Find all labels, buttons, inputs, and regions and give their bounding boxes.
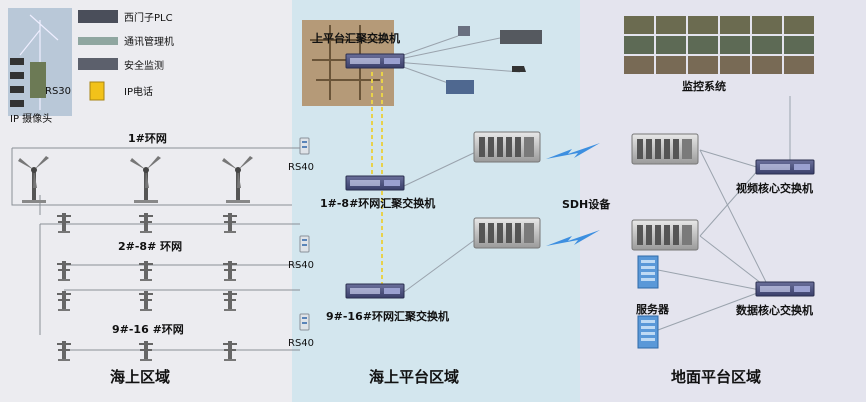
sdh-label: SDH设备 [562,197,611,211]
plc-device-icon [78,10,118,23]
data-core-switch-label: 数据核心交换机 [736,303,813,317]
ring-9-16-switch-icon [345,283,405,299]
sdh-ground-device-icon [631,133,699,165]
rs40-label-c: RS40 [288,338,314,349]
platform-monitor-device-icon [500,30,542,44]
ground-zone-label: 地面平台区域 [671,368,761,386]
ring-1-label: 1#环网 [128,132,167,145]
monitor-system-label: 监控系统 [682,79,726,93]
ring-2-8-label: 2#-8# 环网 [118,240,182,253]
video-core-switch-label: 视频核心交换机 [736,181,813,195]
platform-device-icon [458,26,470,36]
rs40-label-b: RS40 [288,260,314,271]
rs40-device-icon [299,235,310,253]
ring-links [11,147,300,351]
sdh-device-icon [473,217,541,249]
video-core-switch-icon [755,159,815,175]
sdh-ground-device-icon [631,219,699,251]
security-monitor-icon [78,58,118,70]
monitoring-wall-icon [624,16,814,74]
ring-9-16-label: 9#-16 #环网 [112,323,184,336]
platform-zone-label: 海上平台区域 [369,368,459,386]
comm-manager-icon [78,37,118,45]
platform-agg-switch-icon [345,53,405,69]
plc-label: 西门子PLC [124,11,173,24]
rs40-label-a: RS40 [288,162,314,173]
security-label: 安全监测 [124,59,164,72]
rs30-device-icon [30,62,46,98]
ip-camera-label: IP 摄像头 [10,112,52,125]
platform-device-icon [446,80,474,94]
data-core-switch-icon [755,281,815,297]
platform-links [394,35,521,293]
sea-zone-label: 海上区域 [110,368,170,386]
rs40-device-icon [299,137,310,155]
ring-9-16-switch-label: 9#-16#环网汇聚交换机 [326,309,449,323]
ip-phone-icon [89,81,105,101]
camera-icon [512,66,526,72]
server-icon [637,255,659,289]
rs30-label: RS30 [45,86,71,97]
comm-manager-label: 通讯管理机 [124,35,174,48]
ring-1-8-switch-label: 1#-8#环网汇聚交换机 [320,196,435,210]
ground-links [657,96,791,331]
ip-camera-icons [10,58,24,107]
server-label: 服务器 [636,302,670,316]
ring-1-8-switch-icon [345,175,405,191]
sdh-device-icon [473,131,541,163]
ip-phone-label: IP电话 [124,85,153,98]
platform-agg-switch-label: 上平台汇聚交换机 [312,31,400,45]
server-icon [637,315,659,349]
rs40-device-icon [299,313,310,331]
